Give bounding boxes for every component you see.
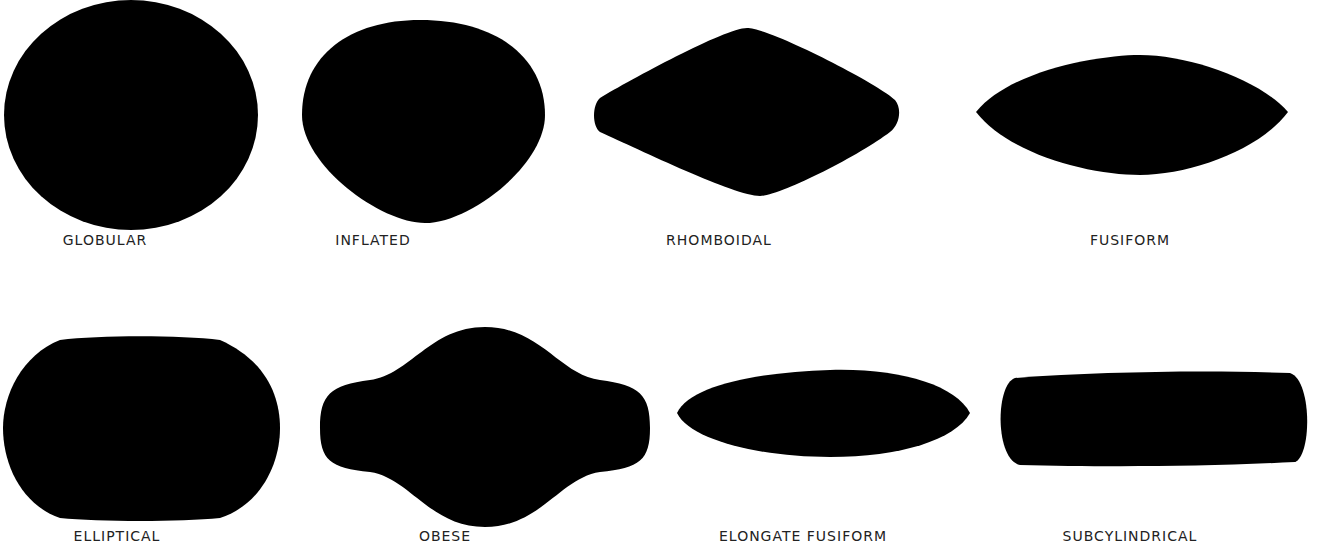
fusiform-shape <box>976 55 1288 175</box>
rhomboidal-shape <box>594 28 899 196</box>
shape-label: OBESE <box>419 528 471 544</box>
shape-label: SUBCYLINDRICAL <box>1063 528 1198 544</box>
shape-label: RHOMBOIDAL <box>666 232 772 248</box>
obese-shape <box>320 327 650 527</box>
shape-label: INFLATED <box>335 232 410 248</box>
elongate-fusiform-shape <box>677 370 970 457</box>
globular-shape <box>4 0 258 230</box>
inflated-shape <box>302 20 545 223</box>
elliptical-shape <box>3 336 280 521</box>
shape-label: GLOBULAR <box>63 232 147 248</box>
shape-label: ELONGATE FUSIFORM <box>719 528 887 544</box>
shape-label: ELLIPTICAL <box>74 528 161 544</box>
subcylindrical-shape <box>1001 372 1308 467</box>
shape-label: FUSIFORM <box>1090 232 1170 248</box>
